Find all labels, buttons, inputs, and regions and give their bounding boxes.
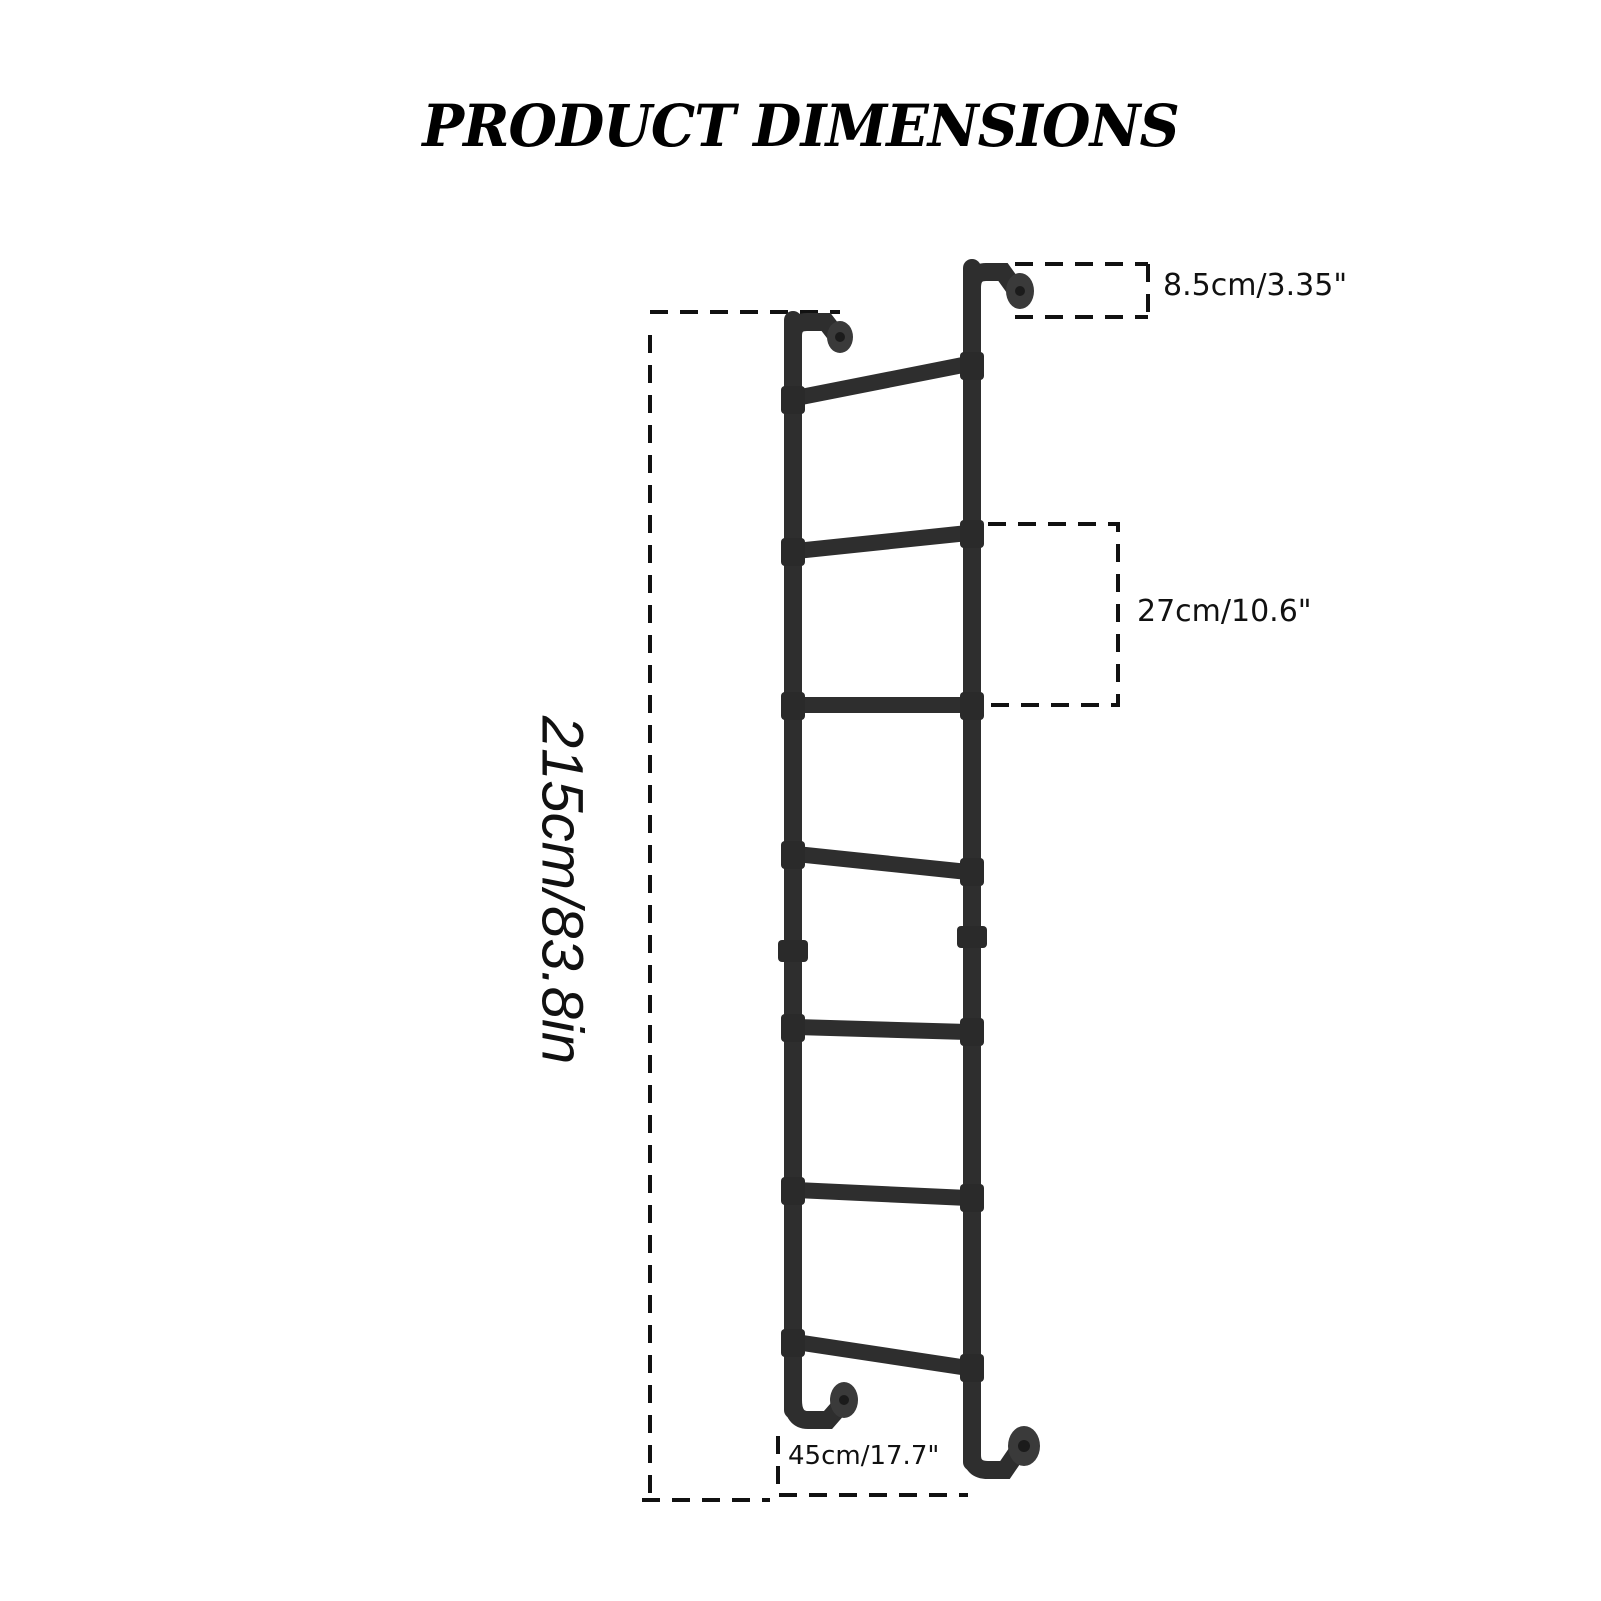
rung [788,525,976,559]
depth-dimension-line [1015,262,1150,319]
fitting [781,386,805,414]
fitting [960,692,984,720]
fitting [960,352,984,380]
rung-spacing-label: 27cm/10.6" [1137,594,1312,629]
fitting [960,858,984,886]
fitting [781,1329,805,1357]
fitting [781,841,805,869]
width-label: 45cm/17.7" [788,1441,940,1471]
fittings [778,352,987,1382]
height-label: 215cm/83.8in [529,715,595,1065]
dimension-lines [642,262,1150,1502]
spacing-dimension-line [988,522,1120,707]
fitting [781,692,805,720]
width-dimension-line [776,1436,968,1497]
top-right-bracket [963,263,1034,309]
fitting [960,1018,984,1046]
rung [788,1334,976,1376]
page-title: PRODUCT DIMENSIONS [422,92,1179,160]
rung [788,1019,976,1040]
fitting [781,1014,805,1042]
bottom-right-bracket [963,1426,1040,1479]
fitting [960,1354,984,1382]
coupling [778,940,808,962]
ladder [778,259,1040,1479]
rung [788,356,976,406]
rungs [788,356,976,1376]
bottom-left-bracket [784,1382,858,1429]
coupling [957,926,987,948]
fitting [960,520,984,548]
depth-label: 8.5cm/3.35" [1163,268,1348,303]
top-left-bracket [784,313,853,353]
fitting [781,538,805,566]
rung [788,1182,976,1206]
height-dimension-line [642,310,840,1502]
fitting [781,1177,805,1205]
fitting [960,1184,984,1212]
rung [788,846,976,880]
